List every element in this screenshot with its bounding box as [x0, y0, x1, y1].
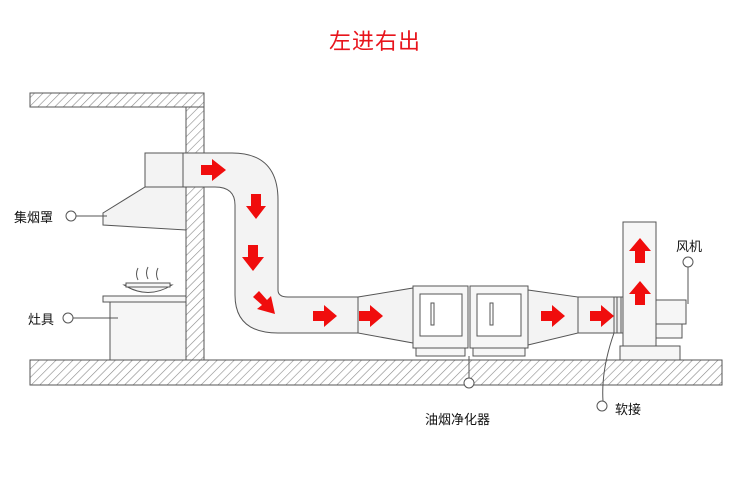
stove-top [102, 295, 187, 303]
pot-rim [125, 282, 171, 288]
fan-marker-icon [682, 256, 694, 268]
label-purifier: 油烟净化器 [425, 413, 491, 428]
purifier-units [412, 285, 529, 357]
red-arrow-icon [359, 305, 383, 327]
flex-joint-marker-icon [596, 400, 608, 412]
red-arrow-icon [242, 245, 264, 271]
purifier-unit-1-panel [419, 293, 463, 337]
fan-base [619, 345, 681, 361]
red-arrow-icon [313, 305, 337, 327]
building-structure [29, 92, 723, 386]
purifier-unit-2-base [472, 347, 526, 357]
purifier-marker-icon [463, 377, 475, 389]
purifier-unit-1-base [415, 347, 466, 357]
purifier-unit-2-panel [476, 293, 522, 337]
hood-body [102, 186, 187, 231]
stove-body [109, 299, 187, 361]
label-stove: 灶具 [28, 313, 55, 328]
label-flex-joint: 软接 [615, 403, 642, 418]
floor-slab [29, 359, 723, 386]
stove-marker-icon [62, 312, 74, 324]
hood-marker-icon [65, 210, 77, 222]
red-arrow-icon [541, 305, 565, 327]
fan-motor [655, 323, 683, 339]
steam-lines [136, 266, 159, 281]
hood-collar [144, 152, 184, 188]
diagram-title: 左进右出 [328, 30, 421, 55]
red-arrow-icon [629, 281, 651, 305]
exhaust-hood [102, 152, 187, 231]
ceiling-slab [29, 92, 205, 108]
label-fan: 风机 [676, 240, 703, 255]
red-arrow-icon [201, 159, 226, 181]
fan-housing [655, 299, 687, 325]
airflow-arrows [201, 159, 651, 327]
red-arrow-icon [246, 194, 266, 219]
red-arrow-icon [253, 291, 275, 314]
red-arrow-icon [590, 305, 614, 327]
stove-drawing [102, 266, 187, 361]
wall [185, 106, 205, 361]
red-arrow-icon [629, 238, 651, 263]
purifier-unit-2-handle [489, 302, 494, 326]
purifier-unit-1-handle [430, 302, 435, 326]
leader-lines [62, 210, 694, 412]
label-hood: 集烟罩 [14, 211, 54, 226]
